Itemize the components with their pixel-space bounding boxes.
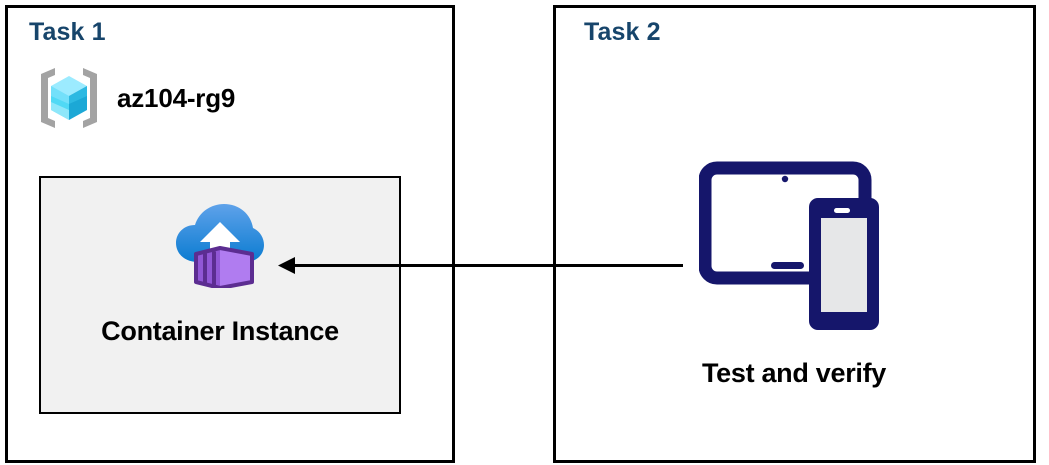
resource-group-label: az104-rg9 <box>117 82 236 113</box>
task-2-title: Task 2 <box>584 18 661 46</box>
container-instance-card: Container Instance <box>39 176 401 414</box>
task-1-title: Task 1 <box>29 18 106 46</box>
azure-resource-group-icon <box>33 62 105 134</box>
container-instance-label: Container Instance <box>101 316 339 346</box>
test-and-verify-group: Test and verify <box>664 160 924 389</box>
resource-group-row: az104-rg9 <box>33 62 235 134</box>
tablet-and-phone-icon <box>699 160 889 336</box>
container-instance-icon <box>174 178 266 288</box>
test-and-verify-label: Test and verify <box>701 358 887 388</box>
